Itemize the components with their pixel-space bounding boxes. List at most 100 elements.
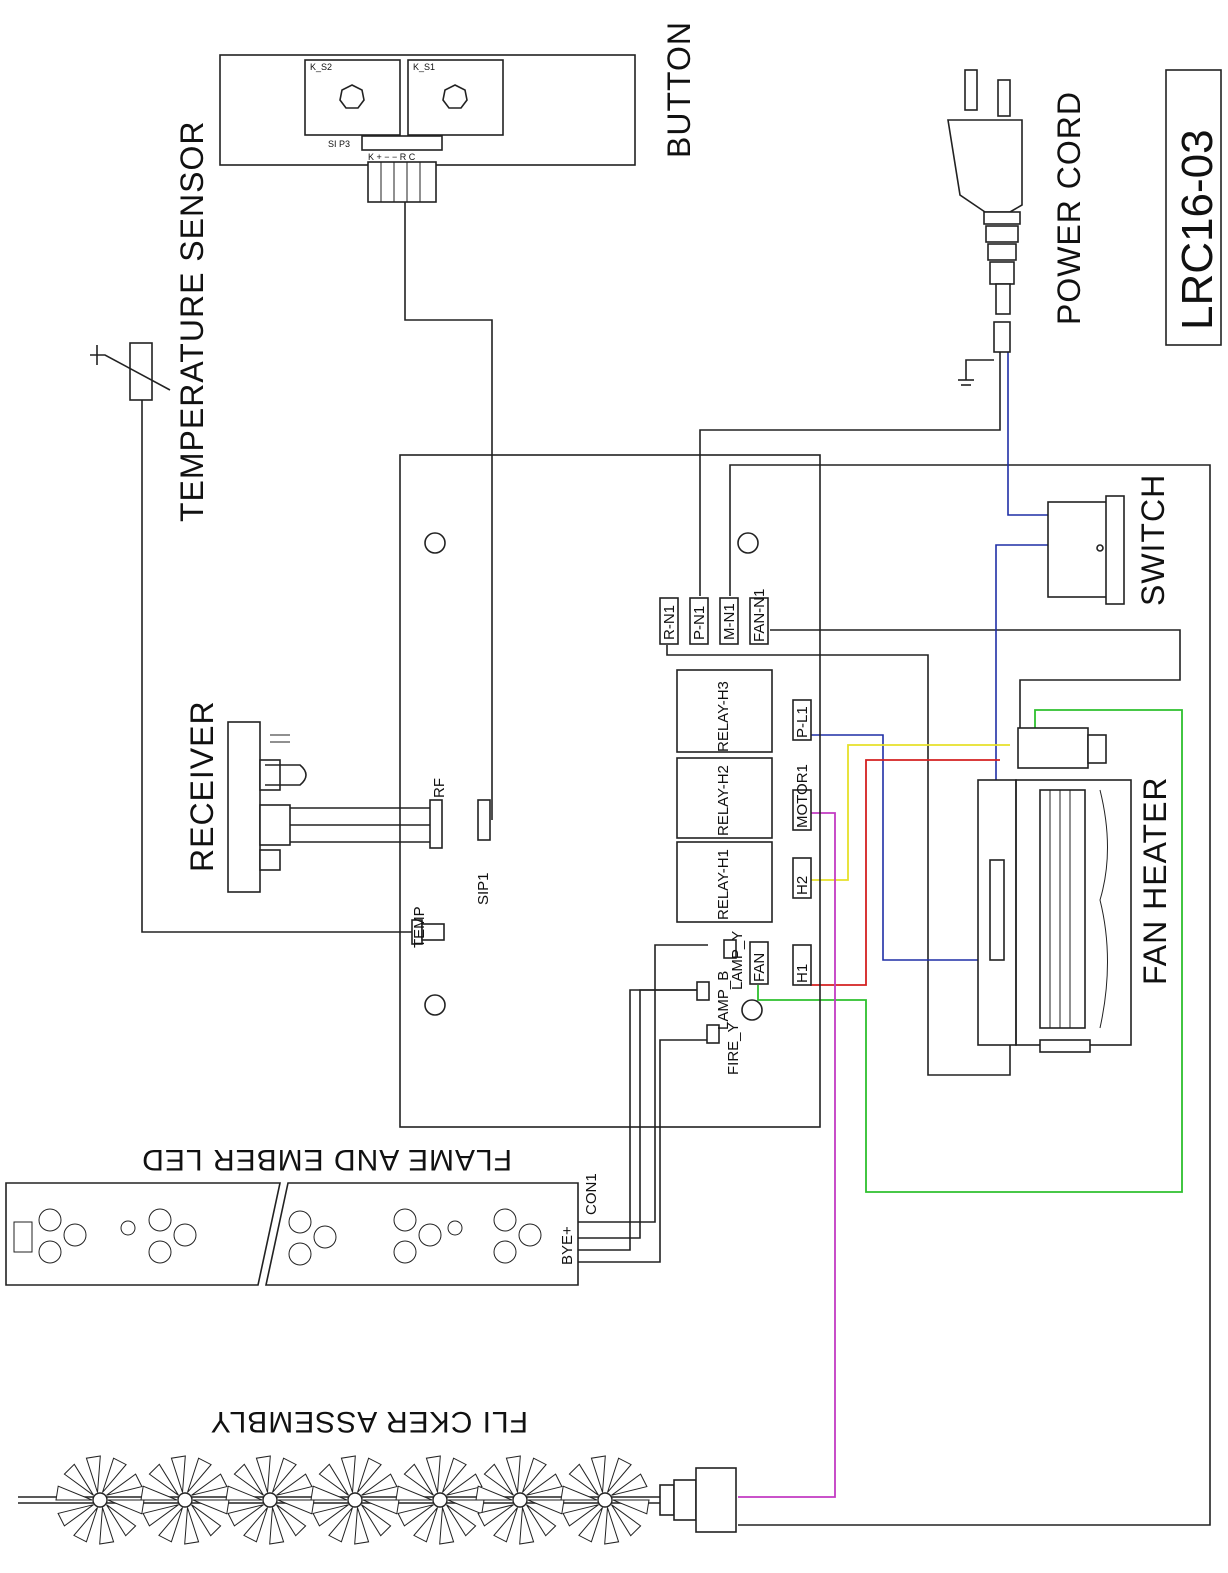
label-lamp-b: LAMP_B [715,971,732,1030]
rotor-blade [99,1507,115,1545]
rotor-blade [590,1455,606,1493]
rotor-hub [262,1492,278,1508]
rotor-blade [102,1457,127,1493]
rotor-blade [357,1457,382,1493]
wire-power-neutral [699,350,1001,596]
model-badge: LRC16-03 [1165,69,1222,346]
rotor-hub [597,1492,613,1508]
rotor-blade [255,1455,271,1493]
label-h1: H1 [794,964,811,983]
rotor-blade [269,1507,285,1545]
rotor-blade [276,1504,307,1537]
wire-fann1 [770,629,1181,740]
rotor-blade [493,1507,518,1543]
rotor-blade [446,1473,483,1496]
rotor-blade [227,1504,264,1527]
rotor-blade [413,1507,438,1543]
wire-led-1 [578,944,708,1223]
label-pn1: P-N1 [691,606,708,640]
label-ks2: K_S2 [310,62,332,72]
wire-led-3 [578,989,700,1251]
rotor-blade [225,1485,263,1501]
button-board: K_S2 K_S1 SI P3 K + − − R C [219,54,636,203]
rotor-blade [439,1507,455,1545]
power-cord-title: POWER CORD [1051,91,1087,325]
label-temp: TEMP [411,906,428,948]
fan-heater-title: FAN HEATER [1137,776,1173,985]
switch-title: SWITCH [1135,474,1171,606]
wire-blue-switch-heater [995,544,1050,870]
label-bye: BYE+ [559,1226,576,1265]
rotor-blade [526,1504,557,1537]
flicker-rotor [395,1455,485,1545]
flicker-rotor [310,1455,400,1545]
flicker-rotors [55,1455,650,1545]
rotor-blade [191,1504,222,1537]
rotor-blade [57,1504,94,1527]
rotor-blade [425,1455,441,1493]
rotor-blade [63,1463,94,1496]
rotor-blade [354,1507,370,1545]
rotor-blade [527,1499,565,1515]
rotor-blade [312,1504,349,1527]
rotor-blade [106,1473,143,1496]
flicker-rotor [55,1455,145,1545]
wire-blue-pl1 [810,734,996,961]
receiver-module [227,721,307,893]
receiver-title: RECEIVER [184,700,220,872]
wire-button-sip1 [404,200,493,820]
rotor-blade [477,1504,514,1527]
rotor-blade [446,1504,477,1537]
rotor-blade [191,1473,228,1496]
wire-mn1 [729,464,1211,1526]
rotor-blade [362,1499,400,1515]
rotor-blade [276,1473,313,1496]
rotor-blade [148,1463,179,1496]
rotor-blade [272,1457,297,1493]
flicker-rotor [140,1455,230,1545]
label-sip3: SI P3 [328,139,350,149]
rotor-blade [442,1457,467,1493]
rotor-blade [560,1485,598,1501]
rotor-blade [612,1499,650,1515]
rotor-hub [432,1492,448,1508]
rotor-blade [310,1485,348,1501]
rotor-blade [142,1504,179,1527]
rotor-blade [526,1473,563,1496]
rotor-blade [158,1507,183,1543]
wire-magenta-motor [738,812,836,1498]
rotor-blade [184,1507,200,1545]
rotor-hub [177,1492,193,1508]
label-relay-h3: RELAY-H3 [715,681,732,752]
temperature-sensor-title: TEMPERATURE SENSOR [174,121,210,522]
rotor-blade [233,1463,264,1496]
rotor-blade [277,1499,315,1515]
rotor-blade [107,1499,145,1515]
rotor-hub [92,1492,108,1508]
rotor-blade [475,1485,513,1501]
rotor-blade [611,1504,642,1537]
rotor-blade [55,1485,93,1501]
label-fann1: FAN-N1 [751,589,768,642]
rotor-blade [505,1455,521,1493]
rotor-blade [522,1457,547,1493]
flicker-rotor [560,1455,650,1545]
fan-heater-unit [977,727,1132,1053]
rotor-blade [85,1455,101,1493]
flame-led-title: FLAME AND EMBER LED [141,1143,512,1176]
rotor-blade [361,1504,392,1537]
rotor-blade [361,1473,398,1496]
rotor-blade [395,1485,433,1501]
wire-green-fan [757,709,1183,1193]
button-title: BUTTON [661,21,697,158]
rotor-blade [611,1473,648,1496]
label-lamp: LAMP_Y [729,931,746,990]
label-rf: RF [431,778,448,798]
flicker-rotor [475,1455,565,1545]
label-mn1: M-N1 [721,603,738,640]
rotor-blade [328,1507,353,1543]
rotor-blade [243,1507,268,1543]
board-labels: R-N1 P-N1 M-N1 FAN-N1 RELAY-H3 RELAY-H2 … [411,589,811,1075]
label-rn1: R-N1 [661,605,678,640]
rotor-hub [347,1492,363,1508]
